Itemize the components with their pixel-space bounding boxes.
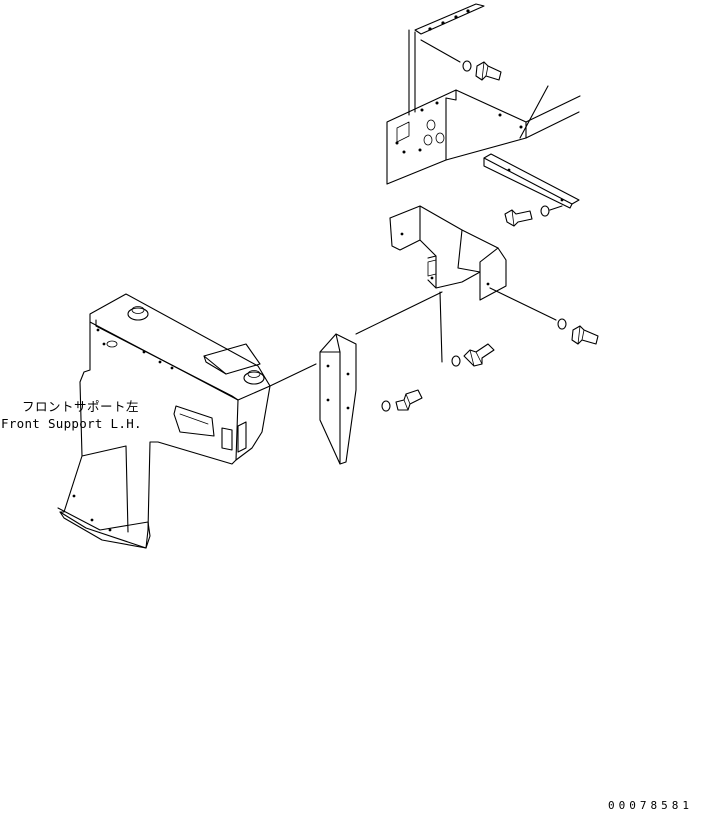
upper-bolt-set [421, 40, 501, 80]
front-support-lh-label-ja: フロントサポート左 [22, 399, 140, 414]
plate-bolt-set [382, 390, 422, 411]
center-bracket [356, 206, 556, 362]
upper-bracket-panel [387, 4, 580, 208]
strip-bolt-set [505, 206, 562, 226]
front-support-lh [58, 294, 316, 548]
front-support-lh-label-en: Front Support L.H. [1, 416, 142, 431]
mounting-plate [320, 334, 356, 464]
center-bolt-set [452, 344, 494, 366]
drawing-code: 00078581 [608, 799, 693, 812]
right-bolt-set [558, 319, 598, 344]
